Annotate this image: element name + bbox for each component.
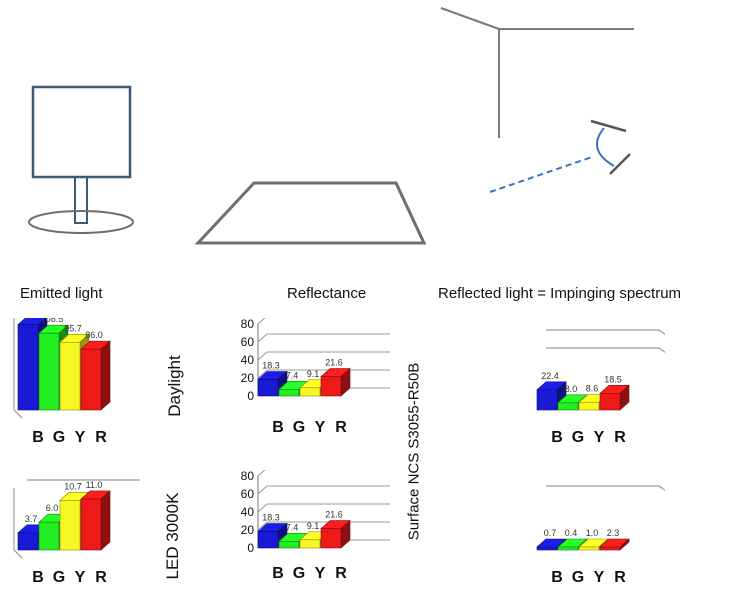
y-tick-label: 0	[247, 541, 254, 555]
category-label: R	[614, 429, 626, 446]
value-label: 3.7	[25, 514, 38, 524]
value-label: 10.7	[64, 481, 82, 491]
value-label: 18.3	[262, 361, 280, 371]
gridlines	[546, 485, 665, 491]
category-label: B	[272, 419, 284, 436]
value-label: 18.5	[604, 374, 622, 384]
monitor-icon	[28, 85, 134, 234]
gridlines	[13, 479, 140, 559]
y-tick-label: 20	[241, 371, 255, 385]
category-label: B	[551, 429, 563, 446]
gridlines	[13, 318, 23, 419]
value-label: 7.4	[286, 522, 299, 532]
value-label: 0.7	[544, 528, 557, 538]
category-label: Y	[75, 429, 86, 446]
value-label: 7.4	[286, 370, 299, 380]
category-label: Y	[594, 569, 605, 586]
category-label: B	[32, 429, 44, 446]
category-label: B	[551, 569, 563, 586]
header-emitted-light: Emitted light	[20, 285, 103, 302]
value-label: 8.0	[565, 384, 578, 394]
y-tick-label: 20	[241, 523, 255, 537]
value-label: 8.6	[586, 383, 599, 393]
category-label: B	[272, 565, 284, 582]
row-label-daylight: Daylight	[165, 355, 184, 417]
category-label: R	[335, 565, 347, 582]
eye-icon	[590, 119, 631, 175]
chart-reflected-led: 0.7B0.4G1.0Y2.3R	[536, 485, 665, 586]
bar-B: 18.3B	[257, 361, 288, 436]
category-label: R	[614, 569, 626, 586]
y-tick-label: 0	[247, 389, 254, 403]
header-reflected-light: Reflected light = Impinging spectrum	[438, 285, 682, 302]
bar-R: 21.6R	[320, 358, 351, 436]
value-label: 22.4	[541, 371, 559, 381]
category-label: G	[293, 419, 305, 436]
value-label: 95.7	[64, 323, 82, 333]
bar-B: 0.7B	[536, 528, 567, 586]
category-label: R	[95, 429, 107, 446]
sight-line	[489, 156, 593, 193]
y-tick-label: 80	[241, 318, 255, 331]
value-label: 18.3	[262, 513, 280, 523]
y-tick-label: 80	[241, 470, 255, 483]
row-label-surface: Surface NCS S3055-R50B	[405, 362, 423, 541]
value-label: 1.0	[586, 528, 599, 538]
bars: 0.7B0.4G1.0Y2.3R	[536, 528, 630, 586]
category-label: G	[53, 569, 65, 586]
category-label: G	[53, 429, 65, 446]
surface-plane-icon	[194, 181, 427, 245]
bar-R: 11.0R	[80, 480, 111, 586]
gridlines	[546, 329, 665, 353]
room-corner-icon	[440, 7, 634, 138]
value-label: 9.1	[307, 521, 320, 531]
category-label: Y	[594, 429, 605, 446]
value-label: 0.4	[565, 528, 578, 538]
category-label: R	[335, 419, 347, 436]
value-label: 21.6	[325, 510, 343, 520]
category-label: Y	[315, 565, 326, 582]
value-label: 9.1	[307, 369, 320, 379]
value-label: 21.6	[325, 358, 343, 368]
value-label: 2.3	[607, 528, 620, 538]
y-tick-label: 60	[241, 335, 255, 349]
category-label: Y	[75, 569, 86, 586]
value-label: 6.0	[46, 503, 59, 513]
category-label: B	[32, 569, 44, 586]
y-tick-label: 60	[241, 487, 255, 501]
category-label: R	[95, 569, 107, 586]
category-label: G	[293, 565, 305, 582]
header-reflectance: Reflectance	[287, 285, 367, 302]
bar-R: 86.0R	[80, 330, 111, 446]
row-label-led: LED 3000K	[163, 492, 182, 580]
category-label: G	[572, 429, 584, 446]
value-label: 11.0	[86, 480, 103, 490]
illustration	[28, 7, 634, 245]
y-tick-label: 40	[241, 353, 255, 367]
category-label: Y	[315, 419, 326, 436]
y-tick-label: 40	[241, 505, 255, 519]
bar-R: 21.6R	[320, 510, 351, 582]
value-label: 86.0	[85, 330, 103, 340]
bar-R: 18.5R	[599, 374, 630, 446]
category-label: G	[572, 569, 584, 586]
bar-R: 2.3R	[599, 528, 630, 586]
value-label: 108.5	[41, 318, 64, 324]
